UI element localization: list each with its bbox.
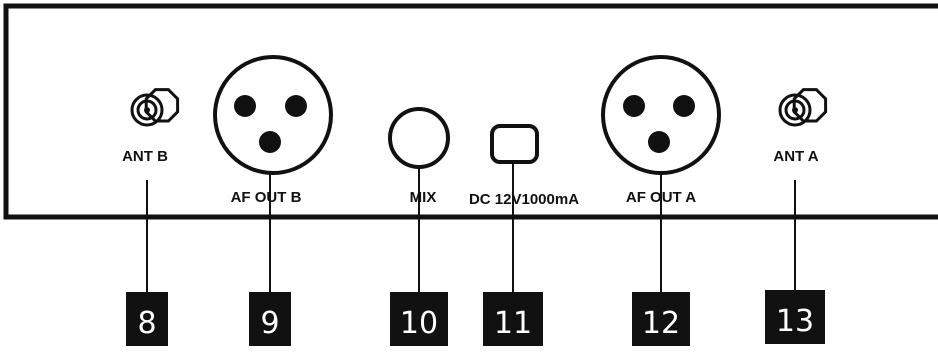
dc-power-jack	[490, 124, 539, 164]
ant-b-pin	[144, 107, 150, 113]
af-out-a-pin-1	[623, 95, 645, 117]
af-out-a-shell	[601, 55, 721, 175]
dc-label: DC 12V1000mA	[469, 191, 579, 208]
panel-outline	[3, 3, 938, 220]
callout-number: 12	[642, 306, 680, 341]
af-out-b-pin-3	[259, 131, 281, 153]
af-out-b-label: AF OUT B	[231, 189, 302, 206]
mix-label: MIX	[410, 189, 437, 206]
callout-badge-bg	[765, 290, 825, 344]
ant-a-pin	[792, 107, 798, 113]
callout-number: 13	[776, 304, 814, 339]
callout-badge-10: 10	[390, 292, 448, 346]
callout-number: 9	[260, 306, 279, 341]
af-out-b-pin-2	[285, 95, 307, 117]
callout-number: 8	[137, 306, 156, 341]
ant-b-ring-outer	[130, 93, 164, 127]
callout-number: 10	[400, 306, 438, 341]
callout-badge-bg	[126, 292, 168, 346]
callout-number: 11	[494, 306, 532, 341]
ant-a-connector	[778, 88, 828, 127]
callout-badge-13: 13	[765, 290, 825, 344]
callout-badge-9: 9	[249, 292, 291, 346]
ant-a-ring-outer	[778, 93, 812, 127]
af-out-a-pin-3	[648, 131, 670, 153]
callout-badge-12: 12	[632, 292, 690, 346]
mix-jack	[388, 107, 450, 169]
af-out-b-shell	[213, 55, 333, 175]
ant-b-label: ANT B	[122, 148, 168, 165]
callout-badge-11: 11	[483, 292, 543, 346]
callout-badge-8: 8	[126, 292, 168, 346]
ant-b-connector	[130, 88, 180, 127]
callout-badge-bg	[249, 292, 291, 346]
callout-badge-bg	[483, 292, 543, 346]
af-out-a-xlr	[601, 55, 721, 175]
af-out-b-pin-1	[234, 95, 256, 117]
callout-badge-bg	[390, 292, 448, 346]
af-out-a-pin-2	[673, 95, 695, 117]
ant-a-ring-inner	[784, 99, 806, 121]
callout-badge-bg	[632, 292, 690, 346]
af-out-b-xlr	[213, 55, 333, 175]
ant-b-ring-inner	[136, 99, 158, 121]
ant-a-label: ANT A	[773, 148, 818, 165]
